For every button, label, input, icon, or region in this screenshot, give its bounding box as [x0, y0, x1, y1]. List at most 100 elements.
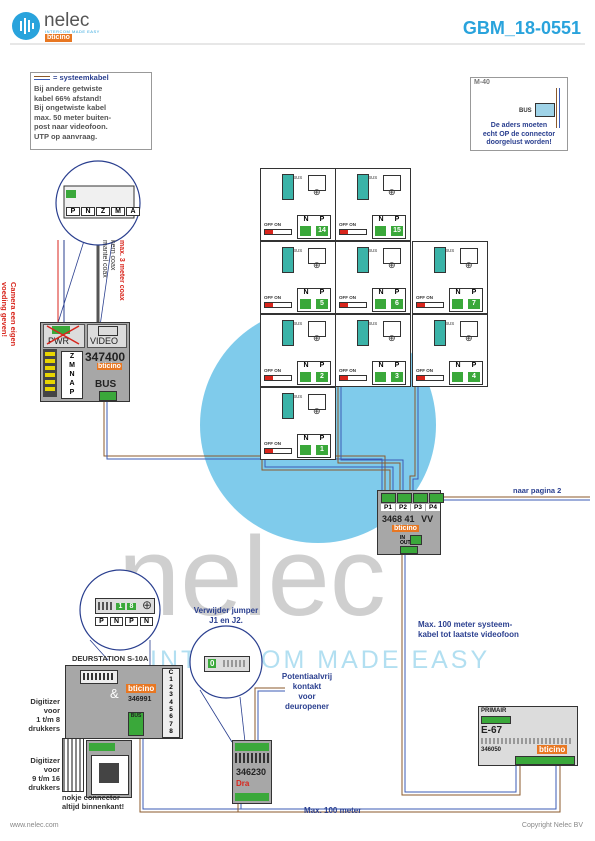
doorstation-icon: &: [110, 686, 119, 701]
videophone-unit: BUS ⊕ N P 6 OFF ON: [335, 241, 411, 314]
screw-icon: ⊕: [388, 260, 396, 270]
coax-note-line: mantel coax: [101, 240, 108, 278]
jumper-connector: 0: [204, 656, 250, 672]
camera-bus-terminal: [99, 391, 117, 401]
videophone-address: 7: [468, 299, 480, 309]
terminal-n: N: [378, 216, 384, 223]
brand-name: nelec: [44, 10, 90, 31]
power-brand: bticino: [537, 745, 568, 754]
terminal-letter: A: [126, 207, 140, 216]
terminal-p: P: [471, 362, 477, 369]
camera-side-terminals: [43, 349, 57, 397]
switch-label: OFF ON: [264, 441, 281, 446]
switch-label: OFF ON: [416, 295, 433, 300]
monitor-icon: [383, 321, 401, 337]
legend-line: kabel 66% afstand!: [34, 93, 102, 103]
terminal-n: N: [303, 289, 309, 296]
videophone-unit: BUS ⊕ N P 14 OFF ON: [260, 168, 336, 241]
videophone-address: 15: [391, 226, 403, 236]
monitor-icon: [308, 321, 326, 337]
legend-line: Bij andere getwiste: [34, 84, 103, 93]
videophone-address: 4: [468, 372, 480, 382]
bus-label: BUS: [293, 248, 303, 253]
relay-model: 346230: [236, 767, 267, 777]
zoom-letter: P: [95, 617, 108, 626]
digitizer-line: 9 t/m 16: [32, 774, 60, 783]
videophone-unit: BUS ⊕ N P 2 OFF ON: [260, 314, 336, 387]
cable-legend-title: = systeemkabel: [53, 73, 109, 82]
videophone-unit: BUS ⊕ N P 15 OFF ON: [335, 168, 411, 241]
screw-icon: ⊕: [388, 333, 396, 343]
bus-label: BUS: [368, 175, 378, 180]
m40-line: De aders moeten: [490, 122, 548, 129]
bus-label: BUS: [445, 248, 455, 253]
digitizer-line: voor: [43, 765, 60, 774]
bus-label: BUS: [293, 175, 303, 180]
videophone-unit: BUS ⊕ N P 7 OFF ON: [412, 241, 488, 314]
terminal-letter: Z: [69, 353, 75, 360]
terminal-p: P: [394, 289, 400, 296]
off-on-switch: [416, 375, 444, 381]
footer-copyright: Copyright Nelec BV: [521, 822, 583, 829]
button-terminal-strip: C 1 2 3 4 5 6 7 8: [162, 668, 180, 738]
monitor-icon: [460, 321, 478, 337]
terminal-n: N: [378, 289, 384, 296]
digitizer-line: drukkers: [28, 724, 60, 733]
terminal-p: P: [319, 362, 325, 369]
switch-label: OFF ON: [339, 295, 356, 300]
screw-icon: ⊕: [313, 333, 321, 343]
connector-note: nokje connector altijd binnenkant!: [62, 793, 138, 811]
video-terminal-block: VIDEO: [87, 324, 127, 348]
terminal-letter: N: [81, 207, 95, 216]
bus-label: BUS: [293, 321, 303, 326]
bus-label: BUS: [445, 321, 455, 326]
power-supply-e67: PRIMAIR E-67 346050 bticino: [478, 706, 578, 766]
brand-tagline: INTERCOM MADE EASY: [45, 29, 100, 34]
camera-power-note: Camera een eigen voeding geven!: [0, 282, 18, 346]
button-number: 7: [169, 720, 173, 728]
camera-zoom-terminals: [66, 190, 76, 198]
legend-line: UTP op aanvraag.: [34, 131, 98, 141]
button-number: 4: [169, 698, 173, 706]
button-number: 3: [169, 691, 173, 699]
doorstation-zoom-letters: P N P N: [95, 617, 153, 626]
port-label: P1: [381, 504, 395, 511]
button-number: 5: [169, 706, 173, 714]
digitizer-module: [86, 740, 132, 798]
button-number: C: [168, 669, 174, 676]
terminal-p: P: [394, 362, 400, 369]
button-number: 8: [169, 728, 173, 736]
terminal-letter: P: [66, 207, 80, 216]
m40-note-box: M-40 BUS De aders moeten echt OP de conn…: [470, 77, 568, 151]
distance-note-line: Max. 100 meter systeem-: [418, 620, 513, 629]
distance-note: Max. 100 meter systeem- kabel tot laatst…: [418, 620, 568, 640]
jumper-note-line: J1 en J2.: [209, 616, 243, 625]
bus-label: BUS: [368, 248, 378, 253]
monitor-icon: [308, 175, 326, 191]
off-on-switch: [264, 375, 292, 381]
screw-icon: ⊕: [465, 333, 473, 343]
digitizer-note-2: Digitizer voor 9 t/m 16 drukkers: [6, 756, 60, 792]
screw-icon: ⊕: [465, 260, 473, 270]
screw-icon: ⊕: [142, 598, 153, 612]
videophone-unit: BUS ⊕ N P 3 OFF ON: [335, 314, 411, 387]
terminal-n: N: [455, 289, 461, 296]
button-number: 2: [169, 683, 173, 691]
screw-icon: ⊕: [388, 187, 396, 197]
doorstation-title: DEURSTATION S-10A: [72, 654, 149, 663]
button-number: 6: [169, 713, 173, 721]
distributor-346841: P1 P2 P3 P4 3468 41 VV bticino IN OUT: [377, 490, 444, 555]
distributor-brand: bticino: [392, 525, 419, 532]
terminal-letter: P: [69, 389, 75, 396]
monitor-icon: [308, 394, 326, 410]
screw-icon: ⊕: [313, 406, 321, 416]
connector-note-line: nokje connector: [62, 793, 120, 802]
videophone-address: 5: [316, 299, 328, 309]
port-label: P4: [426, 504, 440, 511]
terminal-n: N: [378, 362, 384, 369]
footer-distance: Max. 100 meter: [304, 806, 362, 815]
switch-label: OFF ON: [264, 295, 281, 300]
off-on-switch: [339, 302, 367, 308]
zoom-letter: N: [140, 617, 153, 626]
coax-note-line: kern coax: [109, 240, 117, 271]
